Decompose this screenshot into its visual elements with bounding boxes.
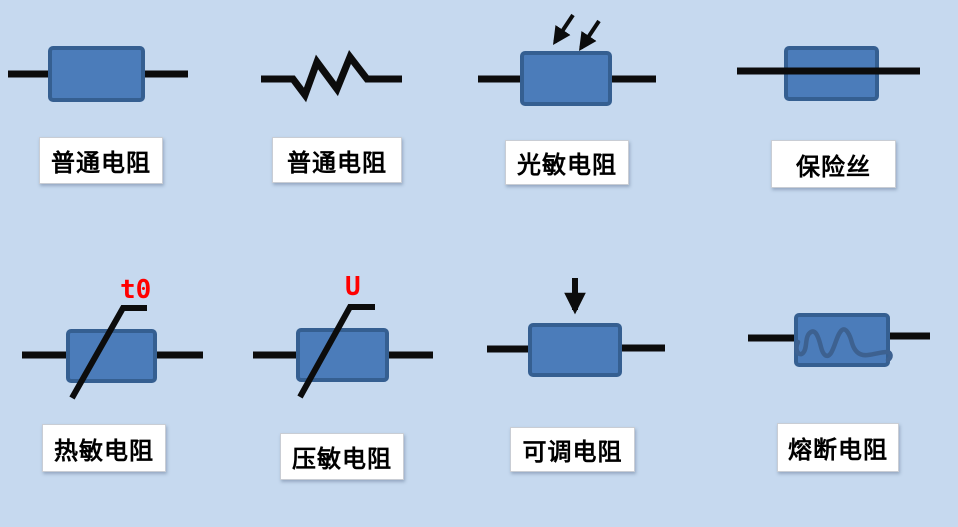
fusible-resistor-icon [748,313,930,367]
voltage-annotation: U [345,272,361,302]
component-label-text: 普通电阻 [287,149,387,177]
varistor-icon: U [253,272,433,399]
resistor-body [66,329,157,383]
resistor-body [794,313,890,367]
component-label: 热敏电阻 [42,424,166,472]
block-resistor-icon [8,46,188,102]
temperature-annotation: t0 [120,275,151,305]
component-label: 可调电阻 [510,427,635,472]
resistor-body [296,328,389,382]
thermistor-icon: t0 [22,275,203,400]
fuse-wave-stroke [794,327,893,363]
resistor-body [520,51,612,106]
zigzag-wire [261,50,402,103]
fuse-icon [737,46,920,101]
photoresistor-icon [478,13,656,106]
component-label: 普通电阻 [39,137,163,184]
component-label-text: 普通电阻 [51,150,151,177]
component-label-text: 熔断电阻 [788,437,888,464]
resistor-body [48,46,145,102]
light-arrow-icon [553,13,575,45]
component-label-text: 可调电阻 [522,439,623,466]
resistor-body [528,323,622,377]
characteristic-stroke [69,305,147,400]
component-label-text: 保险丝 [796,153,871,181]
light-arrow-icon [579,19,601,51]
adjustable-resistor-icon [487,278,665,377]
component-label: 熔断电阻 [777,423,899,472]
component-label: 压敏电阻 [280,433,404,480]
component-label: 光敏电阻 [505,140,629,185]
component-label: 保险丝 [771,140,896,188]
component-label-text: 压敏电阻 [292,446,392,473]
component-label-text: 光敏电阻 [517,152,617,179]
characteristic-stroke [297,304,375,399]
component-label: 普通电阻 [272,137,402,183]
component-label-text: 热敏电阻 [54,437,154,465]
zigzag-resistor-icon [261,50,402,103]
